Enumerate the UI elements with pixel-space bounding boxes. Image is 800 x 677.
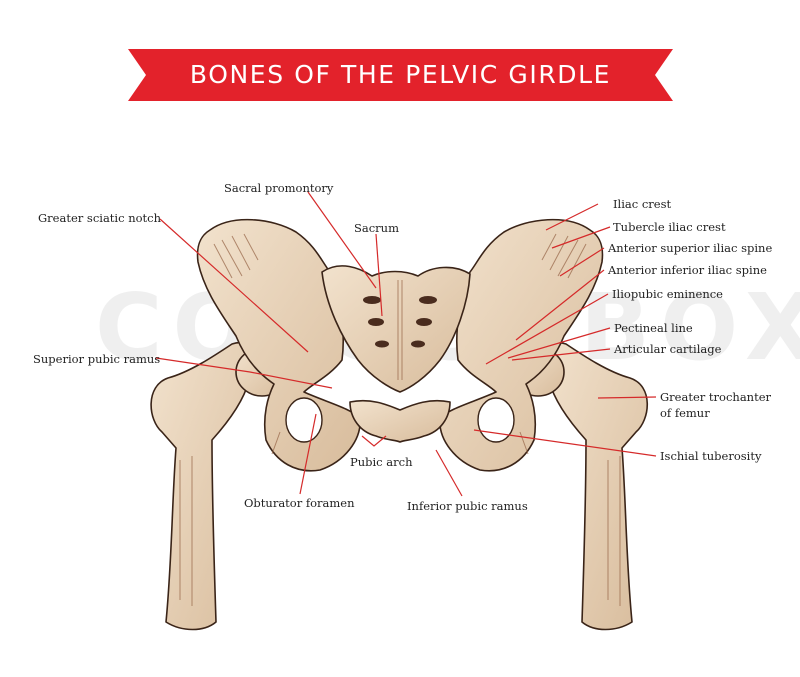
label-tubercle-iliac-crest: Tubercle iliac crest (613, 220, 726, 234)
right-hip-bone (439, 218, 604, 472)
label-sacrum: Sacrum (354, 221, 399, 235)
shading (179, 456, 621, 606)
page-title: BONES OF THE PELVIC GIRDLE (189, 60, 612, 89)
label-greater-trochanter-line2: of femur (660, 406, 710, 420)
sacral-foramen (416, 318, 432, 326)
right-obturator-hole (477, 397, 515, 443)
sacrum (321, 265, 471, 393)
label-articular-cartilage: Articular cartilage (614, 342, 722, 356)
label-pubic-arch: Pubic arch (350, 455, 413, 469)
label-superior-pubic-ramus: Superior pubic ramus (33, 352, 161, 366)
left-femur (150, 341, 256, 631)
label-greater-trochanter-line1: Greater trochanter (660, 390, 772, 404)
shading (397, 280, 403, 380)
sacral-foramen (368, 318, 384, 326)
ribbon-shape (128, 49, 673, 101)
sacral-foramen (363, 296, 381, 304)
label-iliac-crest: Iliac crest (613, 197, 672, 211)
label-iliopubic-eminence: Iliopubic eminence (612, 287, 723, 301)
label-greater-sciatic-notch: Greater sciatic notch (38, 211, 161, 225)
left-hip-bone (196, 218, 361, 472)
sacral-foramen (419, 296, 437, 304)
label-sacral-promontory: Sacral promontory (224, 181, 334, 195)
left-obturator-hole (285, 397, 323, 443)
label-anterior-inferior-iliac-spine: Anterior inferior iliac spine (608, 263, 767, 277)
title-banner: BONES OF THE PELVIC GIRDLE (128, 49, 673, 101)
sacral-foramen (375, 340, 389, 348)
label-ischial-tuberosity: Ischial tuberosity (660, 449, 762, 463)
label-pectineal-line: Pectineal line (614, 321, 693, 335)
label-obturator-foramen: Obturator foramen (244, 496, 355, 510)
pubic-symphysis (349, 399, 451, 443)
label-anterior-superior-iliac-spine: Anterior superior iliac spine (608, 241, 773, 255)
label-inferior-pubic-ramus: Inferior pubic ramus (407, 499, 528, 513)
sacral-foramen (411, 340, 425, 348)
